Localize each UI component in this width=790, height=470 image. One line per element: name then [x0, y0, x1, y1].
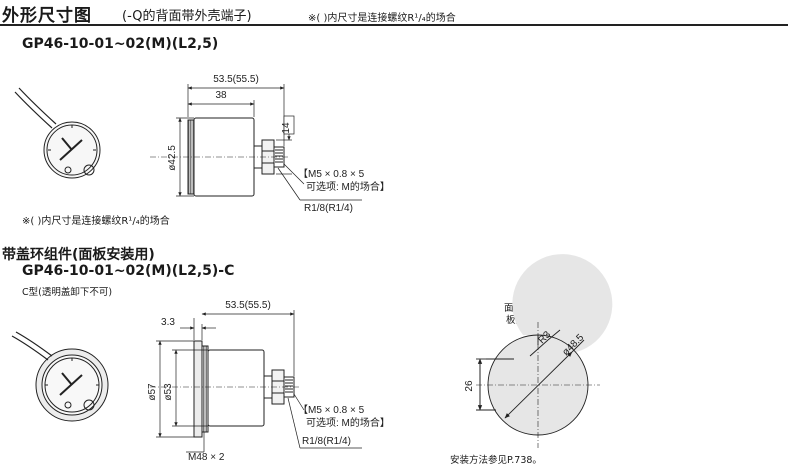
- thread-spec-1-line2: 可选项: M的场合】: [306, 180, 390, 193]
- section2-heading: 带盖环组件(面板安装用): [2, 247, 155, 263]
- dim-body-length-1: 38: [215, 90, 227, 101]
- ring-thread-2: M48 × 2: [188, 452, 225, 463]
- gauge-side-view-2: [150, 340, 300, 438]
- dimensions-1: [176, 84, 362, 201]
- dim-flange-2: 3.3: [161, 317, 175, 328]
- dim-total-length-1: 53.5(55.5): [213, 74, 259, 85]
- dim-hex-1: 14: [281, 122, 292, 134]
- panel-height: 26: [464, 380, 475, 392]
- install-reference: 安装方法参见P.738。: [450, 455, 542, 466]
- dim-total-length-2: 53.5(55.5): [225, 300, 271, 311]
- gauge-front-view-2: [11, 331, 109, 422]
- dim-outer-dia-2: ø57: [147, 383, 158, 401]
- dimensions-2: [156, 310, 362, 453]
- connection-1: R1/8(R1/4): [304, 203, 353, 214]
- header-note: ※( )内尺寸是连接螺纹R¹/₄的场合: [308, 13, 456, 24]
- header-bar: [0, 0, 788, 26]
- page-subtitle: (-Q的背面带外壳端子): [122, 9, 252, 24]
- gauge-side-view-1: [150, 117, 290, 197]
- connection-2: R1/8(R1/4): [302, 436, 351, 447]
- model-2: GP46-10-01~02(M)(L2,5)-C: [22, 263, 235, 279]
- section2-subnote: C型(透明盖卸下不可): [22, 287, 113, 298]
- model-1: GP46-10-01~02(M)(L2,5): [22, 36, 219, 52]
- dim-inner-dia-2: ø53: [163, 383, 174, 401]
- page-title: 外形尺寸图: [2, 6, 92, 26]
- panel-cutout: [476, 254, 613, 448]
- section1-note: ※( )内尺寸是连接螺纹R¹/₄的场合: [22, 216, 170, 227]
- thread-spec-2-line2: 可选项: M的场合】: [306, 416, 390, 429]
- dim-diameter-1: ø42.5: [167, 145, 178, 171]
- gauge-front-view-1: [14, 87, 101, 179]
- thread-spec-1-line1: 【M5 × 0.8 × 5: [298, 168, 365, 180]
- thread-spec-2-line1: 【M5 × 0.8 × 5: [298, 404, 365, 416]
